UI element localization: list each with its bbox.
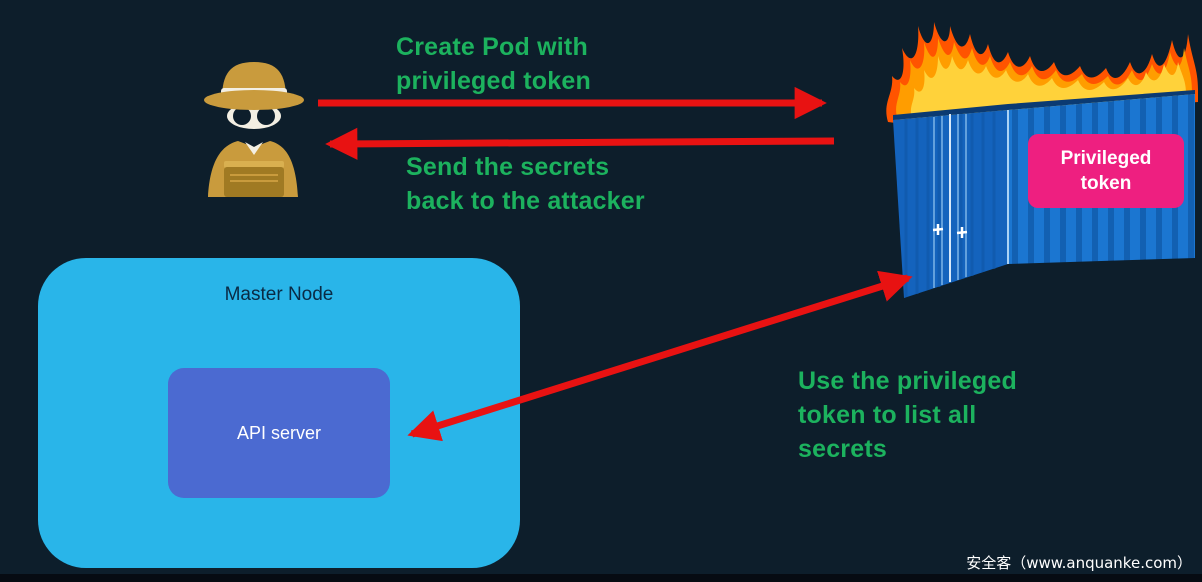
attacker-icon — [188, 42, 318, 197]
master-node-box: Master Node API server — [38, 258, 520, 568]
attacker-glasses-lens — [257, 107, 275, 125]
privileged-token-badge: Privileged token — [1028, 134, 1184, 208]
api-server-label: API server — [236, 422, 322, 443]
container-door-handles — [932, 224, 968, 238]
attacker-spy-graphic — [204, 62, 304, 197]
annotation-send-secrets: Send the secrets back to the attacker — [406, 153, 645, 215]
master-node-label: Master Node — [224, 284, 334, 305]
api-server-box: API server — [168, 368, 390, 498]
container-top — [893, 90, 1195, 120]
watermark: 安全客（www.anquanke.com） — [966, 554, 1192, 572]
attacker-hat-brim — [204, 90, 304, 110]
attacker-collar — [245, 142, 263, 155]
attacker-laptop-lid — [224, 161, 284, 168]
arrow-send-secrets — [325, 127, 835, 160]
container-door-ridges — [904, 111, 996, 297]
footer-strip — [0, 574, 1202, 582]
attacker-glasses-lens — [233, 107, 251, 125]
annotation-create-pod: Create Pod with privileged token — [396, 33, 591, 95]
container-door-rods — [933, 114, 967, 288]
annotation-use-token: Use the privileged token to list all sec… — [798, 367, 1017, 463]
